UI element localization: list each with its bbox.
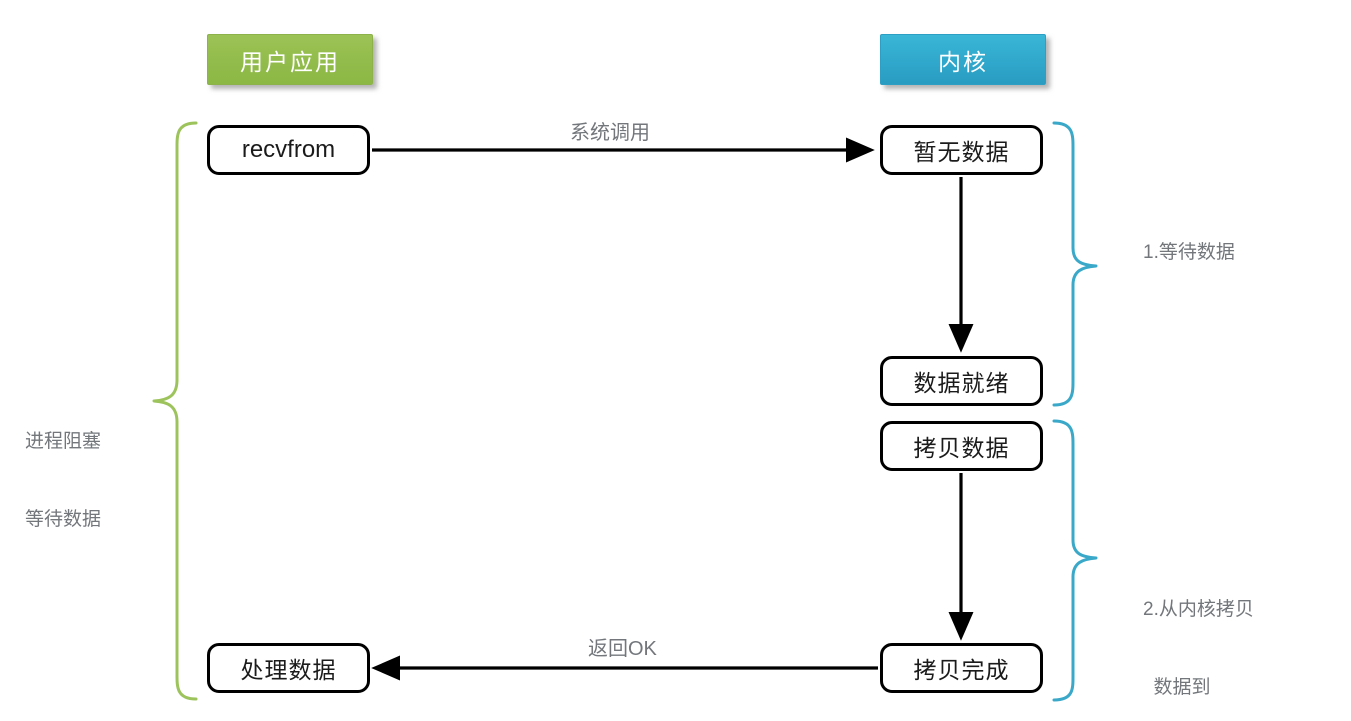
annotation-wait-for-data: 1.等待数据 <box>1143 242 1235 263</box>
edge-label-return-ok: 返回OK <box>588 638 657 660</box>
node-recvfrom[interactable]: recvfrom <box>207 125 370 175</box>
annotation-process-blocked-line2: 等待数据 <box>25 509 102 530</box>
edge-label-system-call: 系统调用 <box>570 122 650 144</box>
annotation-process-blocked: 进程阻塞 等待数据 <box>25 377 101 585</box>
annotation-copy-to-userspace-line2: 数据到 <box>1143 677 1211 698</box>
annotation-process-blocked-line1: 进程阻塞 <box>25 431 102 452</box>
node-copy-data[interactable]: 拷贝数据 <box>880 421 1043 471</box>
kernel-wait-brace <box>1052 121 1098 407</box>
column-header-kernel: 内核 <box>880 34 1046 85</box>
node-process-data[interactable]: 处理数据 <box>207 643 370 693</box>
user-blocking-brace <box>152 121 198 701</box>
node-copy-done[interactable]: 拷贝完成 <box>880 643 1043 693</box>
node-no-data[interactable]: 暂无数据 <box>880 125 1043 175</box>
column-header-user-application: 用户应用 <box>207 34 373 85</box>
kernel-copy-brace <box>1052 419 1098 702</box>
annotation-copy-to-userspace: 2.从内核拷贝 数据到 用户空间 <box>1143 545 1254 721</box>
annotation-copy-to-userspace-line1: 2.从内核拷贝 <box>1143 599 1254 620</box>
node-data-ready[interactable]: 数据就绪 <box>880 356 1043 406</box>
